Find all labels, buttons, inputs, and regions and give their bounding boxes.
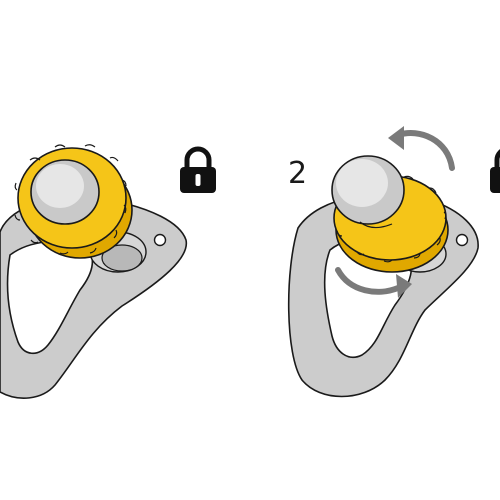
- knurl-notches-1: [14, 144, 127, 255]
- step-2-panel: 2: [287, 126, 500, 398]
- padlock-icon: [180, 146, 216, 193]
- rotate-arrow-lower-icon: [335, 267, 412, 298]
- rotate-arrow-icon: [388, 126, 455, 171]
- step-1-panel: [0, 144, 216, 399]
- plate-hole-1: [153, 233, 167, 247]
- plate-hole-2: [455, 233, 469, 247]
- padlock-icon-2: [490, 149, 500, 193]
- step-number: 2: [288, 156, 307, 191]
